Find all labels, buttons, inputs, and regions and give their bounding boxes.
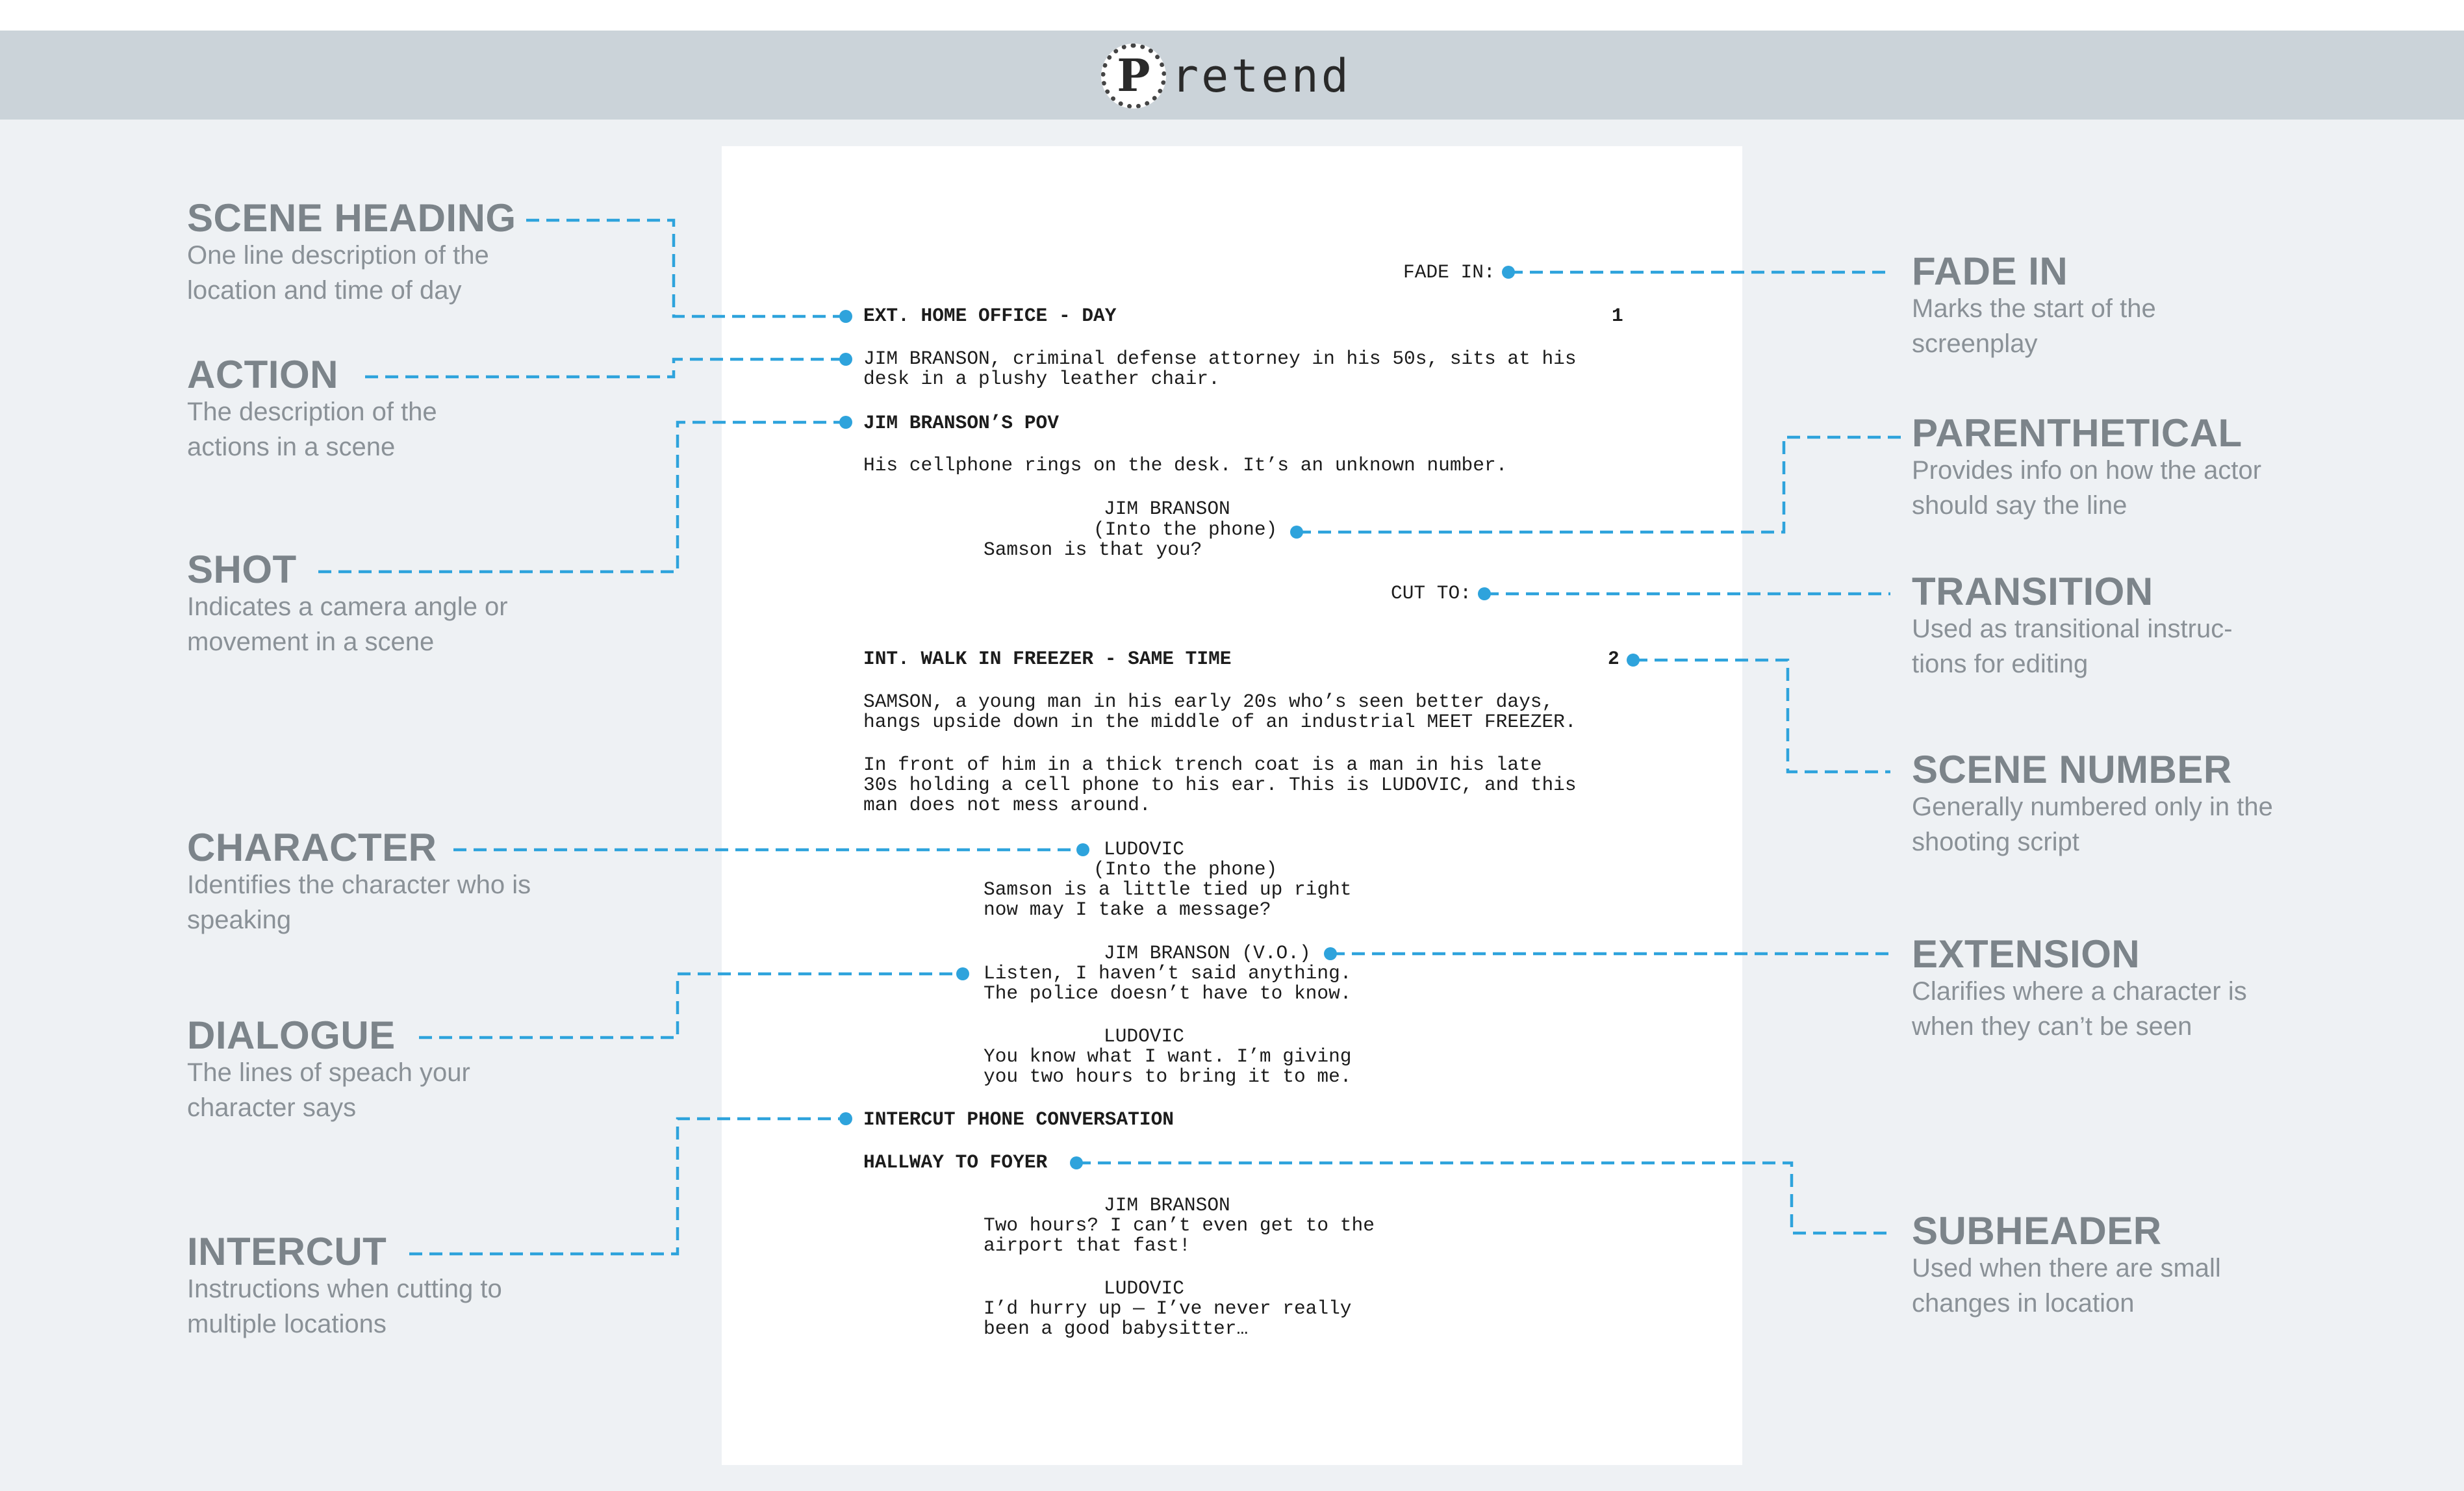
transition-text: CUT TO:	[1391, 582, 1471, 604]
label-description: Identifies the character who is speaking	[187, 871, 531, 934]
screenplay-page	[722, 146, 1742, 1465]
connector-action	[365, 357, 845, 379]
label-character: CHARACTER Identifies the character who i…	[187, 827, 577, 937]
connector-parenthetical	[1298, 435, 1903, 534]
label-description: The description of the actions in a scen…	[187, 398, 437, 461]
label-title: EXTENSION	[1912, 932, 2140, 976]
label-description: One line description of the location and…	[187, 241, 489, 305]
connector-scene-heading	[526, 218, 845, 318]
label-extension: EXTENSION Clarifies where a character is…	[1912, 934, 2315, 1044]
action-line: hangs upside down in the middle of an in…	[863, 711, 1577, 733]
label-parenthetical: PARENTHETICAL Provides info on how the a…	[1912, 413, 2315, 523]
action-line: SAMSON, a young man in his early 20s who…	[863, 691, 1554, 713]
connector-dot	[1290, 526, 1303, 539]
label-title: TRANSITION	[1912, 570, 2153, 613]
character-name: JIM BRANSON	[1104, 1194, 1230, 1216]
label-description: Instructions when cutting to multiple lo…	[187, 1275, 502, 1338]
connector-dot	[839, 310, 852, 323]
connector-dot	[1627, 654, 1640, 667]
label-title: FADE IN	[1912, 249, 2068, 293]
label-description: Used as transitional instruc-tions for e…	[1912, 615, 2233, 678]
connector-shot	[318, 420, 845, 574]
parenthetical-text: (Into the phone)	[1093, 518, 1278, 541]
connector-dot	[839, 416, 852, 429]
dialogue-line: been a good babysitter…	[984, 1318, 1249, 1340]
label-title: ACTION	[187, 353, 338, 396]
label-title: SHOT	[187, 548, 297, 591]
action-line: 30s holding a cell phone to his ear. Thi…	[863, 774, 1577, 796]
label-action: ACTION The description of the actions in…	[187, 354, 577, 465]
scene-heading-text: INT. WALK IN FREEZER - SAME TIME	[863, 648, 1232, 670]
label-description: Marks the start of the screenplay	[1912, 294, 2156, 358]
connector-subheader	[1078, 1161, 1890, 1235]
character-name: LUDOVIC	[1104, 838, 1184, 860]
dialogue-line: Listen, I haven’t said anything.	[984, 962, 1352, 984]
connector-dot	[839, 353, 852, 366]
connector-scene-number	[1634, 658, 1890, 774]
label-description: Indicates a camera angle or movement in …	[187, 593, 508, 656]
label-transition: TRANSITION Used as transitional instruc-…	[1912, 571, 2315, 682]
pretend-logo: P retend	[1101, 40, 1351, 112]
dialogue-line: Samson is a little tied up right	[984, 878, 1352, 900]
label-description: Generally numbered only in the shooting …	[1912, 793, 2273, 856]
connector-dialogue	[419, 972, 961, 1039]
intercut-text: INTERCUT PHONE CONVERSATION	[863, 1108, 1174, 1130]
label-description: Provides info on how the actor should sa…	[1912, 456, 2262, 520]
action-line: In front of him in a thick trench coat i…	[863, 754, 1542, 776]
dialogue-line: Two hours? I can’t even get to the	[984, 1214, 1375, 1236]
character-name: LUDOVIC	[1104, 1025, 1184, 1047]
label-title: SCENE HEADING	[187, 196, 516, 240]
scene-number-1: 1	[1612, 305, 1623, 327]
dialogue-line: airport that fast!	[984, 1234, 1191, 1256]
scene-heading-text: EXT. HOME OFFICE - DAY	[863, 305, 1117, 327]
label-scene-number: SCENE NUMBER Generally numbered only in …	[1912, 749, 2315, 860]
dialogue-line: I’d hurry up — I’ve never really	[984, 1297, 1352, 1319]
connector-dot	[839, 1112, 852, 1125]
label-title: SUBHEADER	[1912, 1209, 2162, 1253]
label-intercut: INTERCUT Instructions when cutting to mu…	[187, 1231, 577, 1342]
label-scene-heading: SCENE HEADING One line description of th…	[187, 198, 577, 308]
dialogue-line: Samson is that you?	[984, 539, 1202, 561]
label-title: INTERCUT	[187, 1230, 387, 1273]
label-title: CHARACTER	[187, 826, 437, 869]
connector-dot	[1070, 1156, 1083, 1169]
dialogue-line: now may I take a message?	[984, 898, 1271, 921]
dialogue-line: The police doesn’t have to know.	[984, 982, 1352, 1004]
action-line: His cellphone rings on the desk. It’s an…	[863, 454, 1508, 476]
label-description: Clarifies where a character is when they…	[1912, 977, 2247, 1041]
label-fade-in: FADE IN Marks the start of the screenpla…	[1912, 251, 2315, 361]
scene-number-2: 2	[1608, 648, 1619, 670]
dialogue-line: you two hours to bring it to me.	[984, 1065, 1352, 1088]
label-shot: SHOT Indicates a camera angle or movemen…	[187, 549, 577, 659]
label-title: PARENTHETICAL	[1912, 411, 2242, 455]
shot-text: JIM BRANSON’S POV	[863, 412, 1059, 434]
logo-mark-icon: P	[1101, 44, 1166, 108]
dialogue-line: You know what I want. I’m giving	[984, 1045, 1352, 1067]
action-line: JIM BRANSON, criminal defense attorney i…	[863, 348, 1577, 370]
action-line: desk in a plushy leather chair.	[863, 368, 1220, 390]
label-title: DIALOGUE	[187, 1013, 396, 1057]
label-dialogue: DIALOGUE The lines of speach your charac…	[187, 1015, 577, 1125]
connector-dot	[1502, 266, 1515, 279]
connector-dot	[956, 967, 969, 980]
action-line: man does not mess around.	[863, 794, 1151, 816]
logo-wordmark: retend	[1171, 49, 1351, 103]
character-name: LUDOVIC	[1104, 1277, 1184, 1299]
label-title: SCENE NUMBER	[1912, 748, 2232, 791]
subheader-text: HALLWAY TO FOYER	[863, 1151, 1048, 1173]
label-description: Used when there are small changes in loc…	[1912, 1254, 2221, 1318]
connector-intercut	[409, 1117, 845, 1256]
connector-dot	[1076, 843, 1089, 856]
header-bar	[0, 31, 2464, 120]
label-description: The lines of speach your character says	[187, 1058, 470, 1122]
fade-in-text: FADE IN:	[1403, 261, 1495, 283]
label-subheader: SUBHEADER Used when there are small chan…	[1912, 1210, 2315, 1321]
parenthetical-text: (Into the phone)	[1093, 858, 1278, 880]
character-name-extension: JIM BRANSON (V.O.)	[1104, 942, 1311, 964]
character-name: JIM BRANSON	[1104, 498, 1230, 520]
logo-initial: P	[1117, 50, 1150, 102]
connector-dot	[1478, 587, 1491, 600]
connector-dot	[1324, 947, 1337, 960]
